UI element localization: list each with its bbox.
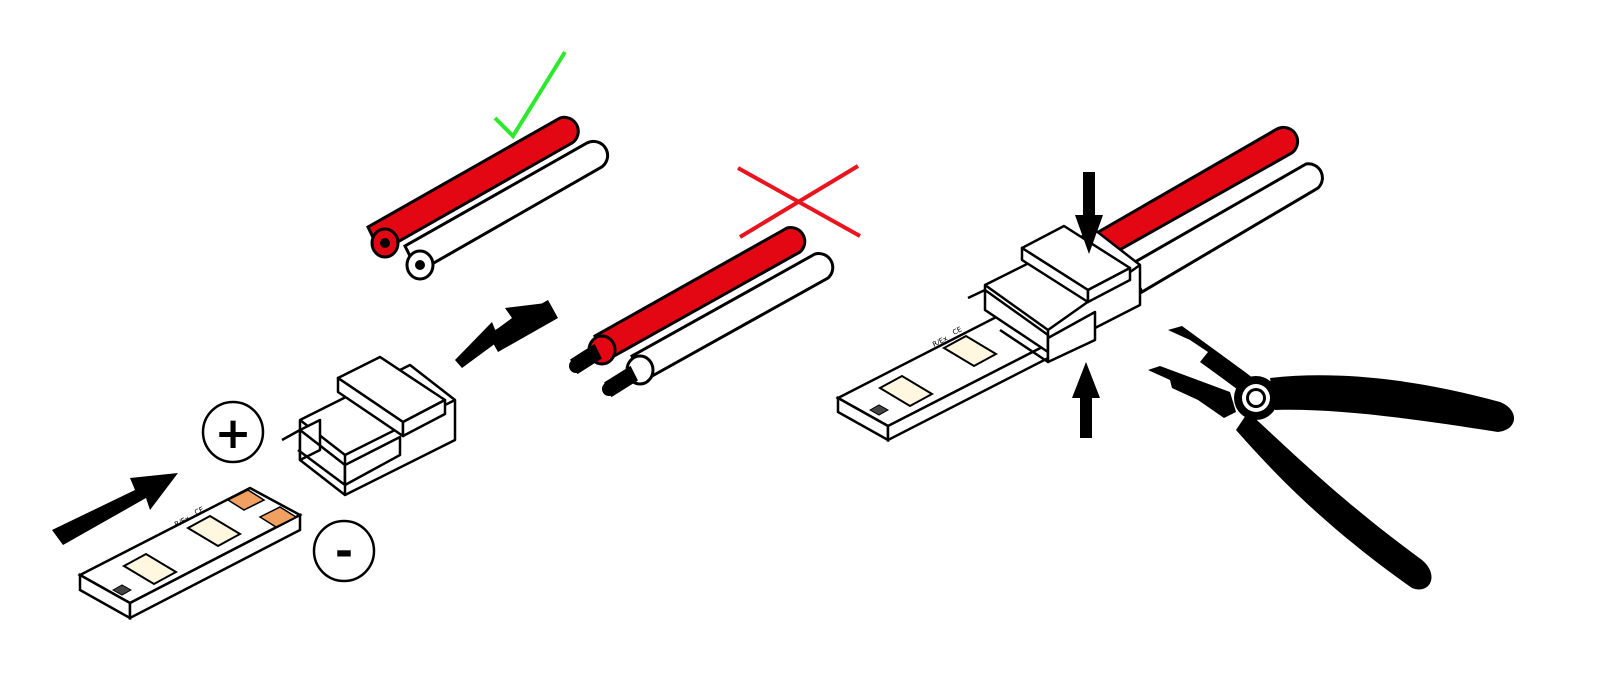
minus-sign: - — [312, 519, 376, 583]
correct-wire-pair — [366, 115, 610, 281]
cross-icon — [737, 164, 861, 239]
pliers-icon — [1148, 326, 1515, 590]
pcb-ce: CE — [193, 505, 205, 516]
minus-label: - — [335, 526, 353, 577]
assembled-wires — [1086, 125, 1324, 295]
led-chip — [877, 374, 935, 408]
copper-pad — [258, 506, 298, 528]
closed-connector — [967, 224, 1142, 364]
insert-wire-arrow-shaft — [488, 300, 558, 352]
pcb-ce: CE — [951, 325, 963, 336]
led-chip — [121, 552, 179, 586]
press-down-arrow — [1075, 172, 1103, 254]
plus-sign: + — [201, 400, 265, 464]
led-strip: R/Ex CE — [77, 486, 303, 621]
open-connector — [281, 355, 457, 497]
plus-label: + — [215, 408, 252, 459]
resistor — [111, 584, 133, 596]
incorrect-wire-pair — [569, 226, 835, 398]
resistor — [868, 404, 890, 416]
check-icon — [493, 50, 567, 140]
led-chip — [185, 514, 243, 548]
led-chip — [941, 334, 999, 368]
press-up-arrow — [1072, 362, 1100, 438]
insert-strip-arrow — [52, 473, 178, 545]
copper-pad — [226, 489, 266, 511]
insert-wire-arrow-head — [455, 322, 500, 360]
